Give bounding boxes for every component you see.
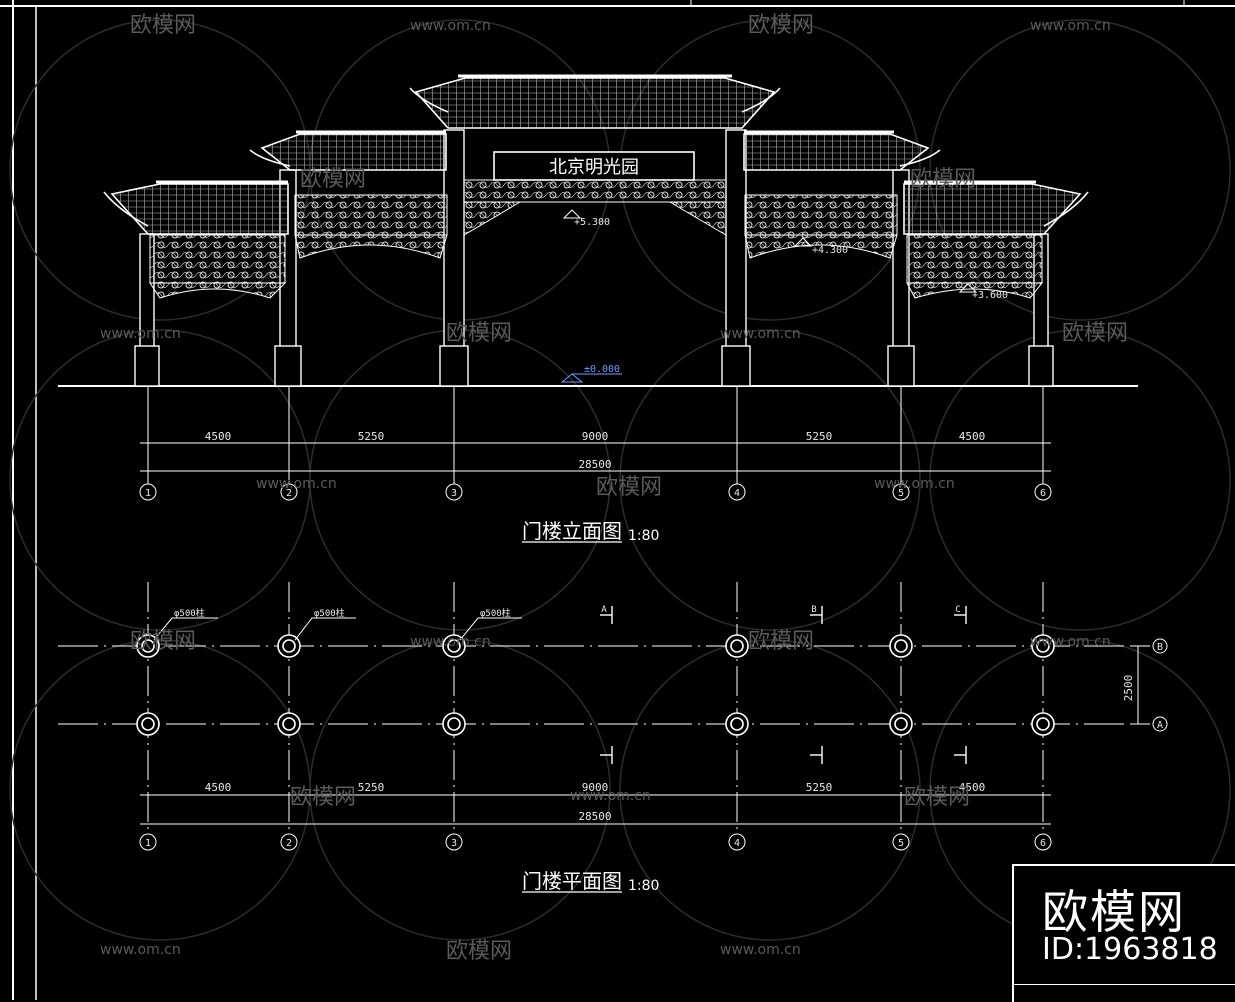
svg-text:www.om.cn: www.om.cn: [570, 788, 651, 804]
right-middle-roof: [743, 133, 930, 171]
svg-text:欧模网: 欧模网: [130, 629, 196, 654]
section-marks: [600, 606, 967, 764]
row-label-a: A: [1157, 720, 1163, 731]
column-label-2: φ500柱: [314, 607, 345, 619]
logo-id: ID:1963818: [1042, 932, 1218, 967]
svg-text:欧模网: 欧模网: [910, 167, 976, 192]
svg-text:欧模网: 欧模网: [748, 13, 814, 38]
plan-span-1: 4500: [205, 781, 232, 794]
svg-text:欧模网: 欧模网: [1062, 321, 1128, 346]
svg-text:欧模网: 欧模网: [904, 785, 970, 810]
plan-axis-5: 5: [898, 838, 904, 849]
right-small-roof: [903, 183, 1082, 235]
svg-text:www.om.cn: www.om.cn: [410, 18, 491, 34]
level-label-1: +5.300: [574, 217, 610, 228]
svg-text:www.om.cn: www.om.cn: [410, 634, 491, 650]
section-mark-c: C: [955, 605, 960, 615]
elevation-title: 门楼立面图: [522, 519, 622, 543]
svg-text:www.om.cn: www.om.cn: [100, 942, 181, 958]
row-dimension: [1132, 645, 1150, 725]
level-label-ground: ±0.000: [584, 364, 620, 375]
elev-span-2: 5250: [358, 430, 385, 443]
level-label-3: +3.600: [972, 290, 1008, 301]
svg-text:欧模网: 欧模网: [596, 475, 662, 500]
column-label-1: φ500柱: [174, 607, 205, 619]
column-label-3: φ500柱: [480, 607, 511, 619]
elev-span-1: 4500: [205, 430, 232, 443]
watermark-text: 欧模网 www.om.cn 欧模网 www.om.cn 欧模网 欧模网 www.…: [100, 13, 1128, 964]
plan-span-5: 4500: [959, 781, 986, 794]
plaque-text: 北京明光园: [549, 157, 639, 178]
plan-axis-4: 4: [734, 838, 740, 849]
svg-text:www.om.cn: www.om.cn: [720, 326, 801, 342]
svg-text:www.om.cn: www.om.cn: [100, 326, 181, 342]
elev-axis-1: 1: [145, 488, 151, 499]
elev-axis-4: 4: [734, 488, 740, 499]
plan-title: 门楼平面图: [522, 869, 622, 893]
svg-text:欧模网: 欧模网: [446, 939, 512, 964]
svg-text:欧模网: 欧模网: [130, 13, 196, 38]
elev-span-3: 9000: [582, 430, 609, 443]
plan-axis-6: 6: [1040, 838, 1046, 849]
left-small-roof: [110, 183, 289, 235]
plan-columns: [136, 634, 1055, 736]
elevation-axis-bubbles: [139, 483, 1052, 501]
plan-view: φ500柱 φ500柱 φ500柱 A B C 2500 B A: [58, 582, 1168, 894]
roofs: [103, 74, 1089, 235]
elev-axis-2: 2: [286, 488, 292, 499]
row-spacing: 2500: [1122, 675, 1135, 702]
plan-row-lines: [58, 645, 1150, 725]
svg-text:www.om.cn: www.om.cn: [1030, 18, 1111, 34]
elevation-axis-lines: [140, 386, 1051, 484]
plan-axis-bubbles: [139, 833, 1052, 851]
logo-name: 欧模网: [1042, 885, 1186, 939]
plan-axis-1: 1: [145, 838, 151, 849]
elev-total: 28500: [578, 458, 611, 471]
center-roof: [414, 77, 776, 129]
plan-total: 28500: [578, 810, 611, 823]
svg-text:欧模网: 欧模网: [290, 785, 356, 810]
logo-stamp: 欧模网 ID:1963818: [1012, 864, 1235, 1002]
left-middle-roof: [260, 133, 447, 171]
level-label-2: +4.300: [812, 245, 848, 256]
plan-span-3: 9000: [582, 781, 609, 794]
row-bubbles: [1152, 638, 1168, 732]
elevation-scale: 1:80: [628, 528, 659, 544]
logo-divider: [1014, 984, 1235, 985]
elev-axis-5: 5: [898, 488, 904, 499]
plan-axis-lines: [147, 582, 1044, 834]
row-label-b: B: [1157, 642, 1163, 653]
svg-text:www.om.cn: www.om.cn: [256, 476, 337, 492]
section-mark-b: B: [811, 605, 816, 615]
level-marks: [560, 209, 978, 383]
plan-span-4: 5250: [806, 781, 833, 794]
plan-scale: 1:80: [628, 878, 659, 894]
elevation-view: 北京明光园 +5.300 +4.300 +3.600 ±0.000 4500 5…: [58, 74, 1138, 544]
svg-text:欧模网: 欧模网: [300, 167, 366, 192]
elev-axis-3: 3: [451, 488, 457, 499]
svg-text:www.om.cn: www.om.cn: [874, 476, 955, 492]
section-mark-a: A: [601, 605, 607, 615]
name-plaque: [493, 151, 695, 181]
svg-text:欧模网: 欧模网: [748, 629, 814, 654]
column-leaders: [153, 617, 522, 641]
elev-span-5: 4500: [959, 430, 986, 443]
plan-axis-2: 2: [286, 838, 292, 849]
plan-axis-3: 3: [451, 838, 457, 849]
elev-span-4: 5250: [806, 430, 833, 443]
elev-axis-6: 6: [1040, 488, 1046, 499]
plan-dimension-lines: [140, 794, 1051, 825]
carved-lintels: [149, 179, 1044, 299]
plan-span-2: 5250: [358, 781, 385, 794]
svg-text:www.om.cn: www.om.cn: [1030, 634, 1111, 650]
svg-text:www.om.cn: www.om.cn: [720, 942, 801, 958]
svg-text:欧模网: 欧模网: [446, 321, 512, 346]
